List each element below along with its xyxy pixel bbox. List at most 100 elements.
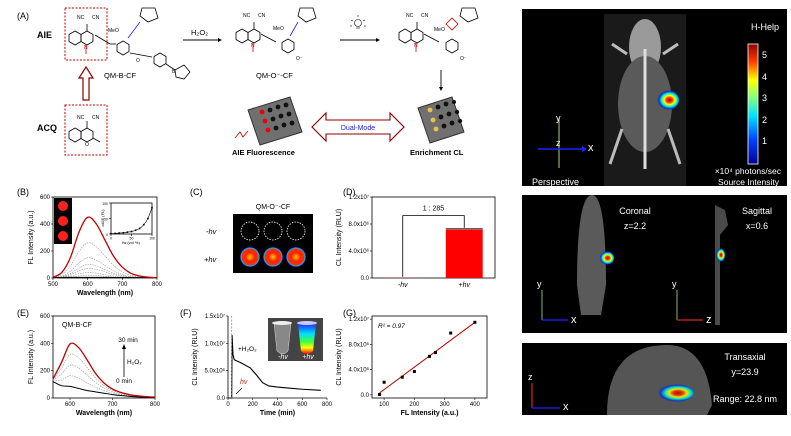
cl-signal-hotspot bbox=[655, 90, 679, 110]
inset-y-label: αAIE (FL) bbox=[100, 209, 105, 227]
x-tick-label: 200 bbox=[409, 402, 420, 408]
inset-point bbox=[122, 231, 125, 234]
series-line-30-min bbox=[52, 342, 156, 398]
category-label: +hv bbox=[459, 282, 471, 289]
dual-mode-label: Dual-Mode bbox=[341, 125, 375, 132]
y-axis-label: CL Intensity (RLU) bbox=[336, 328, 343, 385]
aie-well-plate-icon bbox=[234, 96, 303, 146]
transaxial-range: Range: 22.8 nm bbox=[712, 394, 778, 404]
tube-image-inset-f bbox=[268, 318, 323, 361]
left-figure: (A) AIE ACQ NC CN MeO N O B QM-B-CF bbox=[17, 7, 496, 417]
x-tick-label: 800 bbox=[322, 402, 333, 408]
y-tick-label: 4.0x10⁶ bbox=[349, 248, 370, 255]
colorbar-tick-label: 4 bbox=[762, 71, 768, 82]
y-tick-label: 0 bbox=[106, 233, 108, 237]
x-tick-label: 700 bbox=[117, 282, 128, 288]
colorbar-tick-label: 1 bbox=[762, 136, 768, 146]
aie-label: AIE bbox=[37, 30, 52, 40]
plot-frame bbox=[371, 315, 488, 399]
panel-label-b: (B) bbox=[17, 187, 29, 197]
bar-plus-hv bbox=[445, 229, 483, 278]
y-tick-label: 5.0x10⁶ bbox=[205, 368, 226, 375]
panel-transaxial: Transaxial y=23.9 Range: 22.8 nm z x bbox=[522, 343, 787, 415]
annotation-plus-h2o2: +H₂O₂ bbox=[238, 346, 257, 353]
empty-well bbox=[263, 221, 283, 241]
sagittal-axis-y: y bbox=[672, 279, 677, 289]
colorbar-unit: ×10⁴ photons/sec bbox=[714, 166, 781, 176]
dual-mode-double-arrow-icon bbox=[311, 111, 405, 143]
inset-point bbox=[110, 232, 112, 235]
y-tick-label: 400 bbox=[40, 222, 51, 228]
atom-n-2: N bbox=[251, 43, 255, 49]
plot-frame bbox=[371, 196, 496, 279]
acq-atom-cn: CN bbox=[92, 115, 100, 121]
coronal-title: Coronal bbox=[619, 206, 651, 216]
transaxial-axis-z: z bbox=[528, 372, 533, 382]
y-tick-label: 600 bbox=[40, 195, 51, 201]
panel-label-g: (G) bbox=[343, 308, 356, 318]
chart-title: QM-B-CF bbox=[62, 322, 92, 329]
inset-x-label: fw (vol %) bbox=[122, 240, 140, 245]
ratio-label: 1 : 285 bbox=[423, 206, 445, 213]
axis-label-z: z bbox=[556, 138, 561, 148]
y-tick-label: 0 bbox=[47, 396, 51, 402]
cl-kinetics-line bbox=[228, 335, 321, 399]
y-tick-label: 200 bbox=[40, 249, 51, 255]
axis-label-x: x bbox=[588, 142, 594, 154]
transaxial-axis-x: x bbox=[563, 401, 569, 413]
x-tick-label: 100 bbox=[379, 402, 390, 408]
panel-label-d: (D) bbox=[343, 187, 356, 197]
inset-point bbox=[143, 223, 145, 226]
fl-image-inset-b bbox=[54, 198, 72, 244]
xyz-axes-icon bbox=[538, 118, 587, 168]
chart-G: (G)FL Intensity (a.u.)CL Intensity (RLU)… bbox=[336, 308, 488, 417]
scatter-point bbox=[412, 370, 416, 374]
x-tick-label: 600 bbox=[65, 402, 76, 408]
atom-b: B bbox=[172, 69, 176, 75]
coronal-slice bbox=[577, 195, 606, 315]
coronal-hotspot bbox=[598, 251, 614, 265]
panel-label-f: (F) bbox=[180, 308, 192, 318]
scatter-point bbox=[400, 375, 404, 379]
series-line-low-4 bbox=[52, 264, 158, 279]
colorbar-tick-label: 3 bbox=[762, 93, 768, 103]
x-tick-label: 400 bbox=[470, 402, 481, 408]
x-tick-label: 600 bbox=[297, 402, 308, 408]
y-tick-label: 1.5x10⁷ bbox=[205, 313, 225, 320]
acq-core-box bbox=[64, 104, 108, 156]
transaxial-slice bbox=[607, 345, 712, 415]
sagittal-x-value: x=0.6 bbox=[745, 221, 769, 231]
cl-well-signal bbox=[263, 247, 283, 267]
software-title: H-Help bbox=[750, 22, 779, 32]
enrichment-cl-label: Enrichment CL bbox=[410, 148, 464, 157]
x-tick-label: 0 bbox=[226, 402, 230, 408]
arrowhead-icon bbox=[122, 344, 126, 349]
y-tick-label: 0 bbox=[47, 276, 51, 282]
y-tick-label: 100 bbox=[102, 202, 108, 206]
acq-structure: NC CN O bbox=[68, 115, 101, 148]
r-squared-label: R² = 0.97 bbox=[378, 323, 405, 330]
annotation-0-min: 0 min bbox=[116, 378, 132, 385]
mouse-ct-perspective bbox=[604, 14, 759, 186]
acq-label: ACQ bbox=[37, 123, 57, 133]
x-tick-label: 600 bbox=[83, 282, 94, 288]
view-label-perspective: Perspective bbox=[532, 177, 580, 186]
y-tick-label: 400 bbox=[40, 341, 51, 347]
inset-label-plus-hv: +hv bbox=[302, 354, 314, 361]
cl-well-signal bbox=[286, 247, 306, 267]
y-tick-label: 600 bbox=[40, 314, 51, 320]
empty-well bbox=[286, 221, 306, 241]
series-line-t2 bbox=[52, 364, 156, 398]
annotation-hv: hv bbox=[240, 379, 248, 386]
transaxial-y-value: y=23.9 bbox=[731, 367, 759, 377]
scatter-point bbox=[428, 354, 431, 358]
mouse-ct-slices bbox=[541, 195, 728, 325]
inset-point bbox=[147, 217, 149, 220]
panel-label-e: (E) bbox=[17, 308, 29, 318]
coronal-z-value: z=2.2 bbox=[623, 221, 647, 231]
y-tick-label: 1.2x10⁷ bbox=[349, 316, 369, 323]
colorbar-label: Source Intensity bbox=[718, 177, 779, 186]
atom-n-3: N bbox=[414, 43, 418, 49]
compound-qm-o-cf: QM-O⁻-CF bbox=[256, 71, 293, 80]
